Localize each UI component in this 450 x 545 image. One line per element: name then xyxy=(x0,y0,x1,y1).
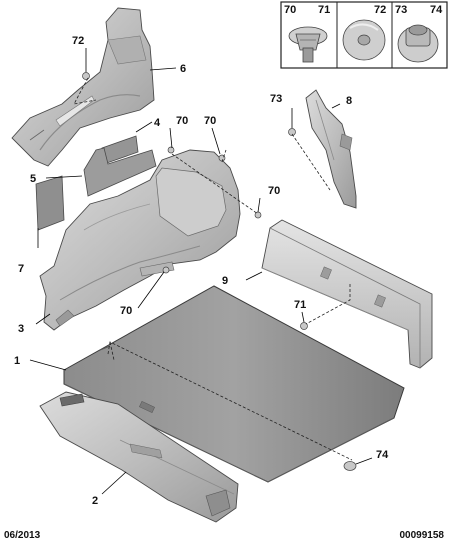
callout-70-d: 70 xyxy=(120,305,132,317)
fastener-70-clip-a-icon xyxy=(167,146,175,154)
callout-2: 2 xyxy=(92,495,98,507)
callout-73: 73 xyxy=(270,93,282,105)
part-1-luggage-floor-panel xyxy=(63,285,405,483)
callout-72: 72 xyxy=(72,35,84,47)
callout-6: 6 xyxy=(180,63,186,75)
callout-3: 3 xyxy=(18,323,24,335)
clip-70-71-icon xyxy=(288,26,328,63)
assembly-dashed-lines xyxy=(73,77,353,461)
part-7-pad xyxy=(35,175,65,231)
part-3-side-trim-panel xyxy=(39,149,241,331)
callout-70-b: 70 xyxy=(204,115,216,127)
callout-1: 1 xyxy=(14,355,20,367)
fastener-inset-box: 70 71 72 73 74 xyxy=(280,1,448,69)
callout-71: 71 xyxy=(294,299,306,311)
inset-label-73: 73 xyxy=(395,4,407,16)
inset-label-71: 71 xyxy=(318,4,330,16)
inset-label-70: 70 xyxy=(284,4,296,16)
footer-date: 06/2013 xyxy=(4,530,41,541)
part-2-rear-scuff-trim xyxy=(39,391,239,523)
fastener-74-nut-icon xyxy=(343,461,357,471)
push-washer-72-icon xyxy=(342,19,386,61)
callout-7: 7 xyxy=(18,263,24,275)
fastener-71-clip-icon xyxy=(300,322,308,330)
part-9-rear-sill-panel xyxy=(261,219,433,369)
callout-74: 74 xyxy=(376,449,389,461)
callout-9: 9 xyxy=(222,275,228,287)
callout-5: 5 xyxy=(30,173,36,185)
callout-70-c: 70 xyxy=(268,185,280,197)
fastener-73-clip-icon xyxy=(288,128,296,136)
callout-leader-lines xyxy=(29,48,373,495)
footer-reference-number: 00099158 xyxy=(399,530,445,541)
callout-4: 4 xyxy=(154,117,161,129)
part-5-pad xyxy=(83,147,157,197)
inset-label-74: 74 xyxy=(430,4,443,16)
inset-label-72: 72 xyxy=(374,4,386,16)
callout-70-a: 70 xyxy=(176,115,188,127)
part-8-right-upper-trim xyxy=(305,89,357,209)
fastener-72-clip-icon xyxy=(82,72,90,80)
nut-73-74-icon xyxy=(397,24,439,63)
callout-8: 8 xyxy=(346,95,352,107)
fastener-70-clip-d-icon xyxy=(162,266,170,274)
